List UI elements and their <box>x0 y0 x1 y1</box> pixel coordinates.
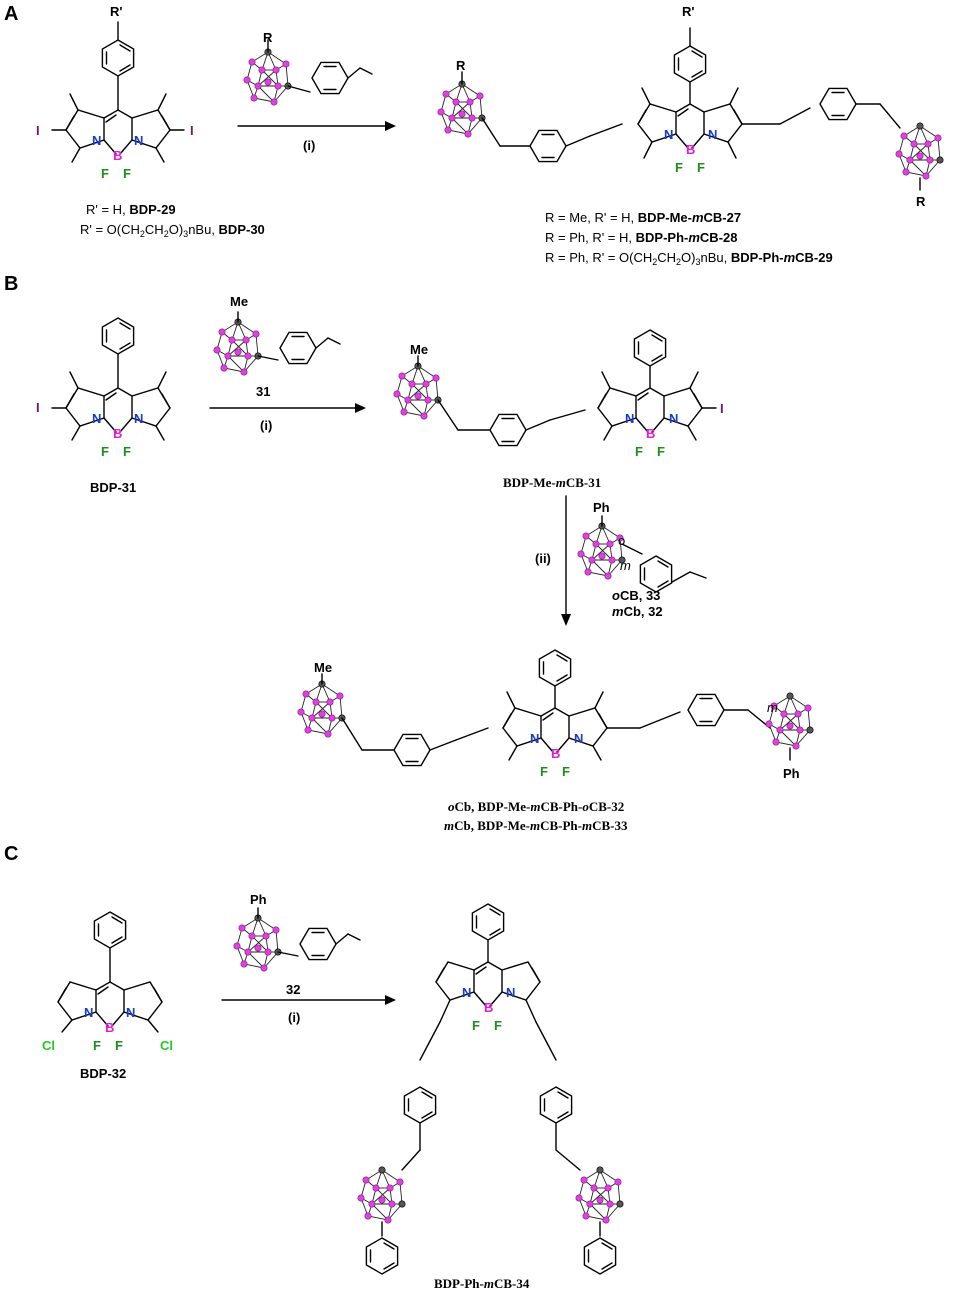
fluorine-label: F <box>101 166 109 181</box>
carborane-reagent-32c <box>233 907 361 972</box>
product-a-structure <box>437 27 944 191</box>
compound-bdp-me-mcb-31: BDP-Me-mCB-31 <box>503 475 601 490</box>
nitrogen-label: N <box>92 133 101 148</box>
boron-label: B <box>646 426 655 441</box>
nitrogen-label: N <box>92 411 101 426</box>
nitrogen-label: N <box>574 731 583 746</box>
nitrogen-label: N <box>462 985 471 1000</box>
r-prime-label: R' <box>110 4 122 19</box>
fluorine-label: F <box>494 1018 502 1033</box>
reagent-33-label: oCB, 33 <box>612 588 660 603</box>
boron-label: B <box>113 426 122 441</box>
fluorine-label: F <box>123 166 131 181</box>
r-label: R <box>456 58 466 73</box>
panel-label-c: C <box>4 843 18 865</box>
methyl-label: Me <box>410 342 428 357</box>
product-a-line-3: R = Ph, R' = O(CH2CH2O)3nBu, BDP-Ph-mCB-… <box>545 250 833 267</box>
bdp-31-structure <box>51 317 171 441</box>
fluorine-label: F <box>697 160 705 175</box>
bdp-32-structure <box>57 911 163 1033</box>
nitrogen-label: N <box>708 127 717 142</box>
product-a-line-1: R = Me, R' = H, BDP-Me-mCB-27 <box>545 210 741 225</box>
nitrogen-label: N <box>530 731 539 746</box>
iodine-label: I <box>36 123 40 138</box>
r-label: R <box>916 194 926 209</box>
iodine-label: I <box>720 401 724 416</box>
fluorine-label: F <box>540 764 548 779</box>
reagent-31-label: 31 <box>256 384 270 399</box>
compound-final-33: mCb, BDP-Me-mCB-Ph-mCB-33 <box>444 818 628 833</box>
compound-bdp-32: BDP-32 <box>80 1066 126 1081</box>
fluorine-label: F <box>675 160 683 175</box>
boron-label: B <box>551 746 560 761</box>
carborane-reagent-32-33 <box>577 515 707 593</box>
chlorine-label: Cl <box>42 1038 55 1053</box>
r-prime-label: R' <box>682 4 694 19</box>
carborane-reagent-31 <box>213 311 341 376</box>
fluorine-label: F <box>101 444 109 459</box>
step-label-i: (i) <box>303 138 315 153</box>
compound-bdp-31: BDP-31 <box>90 480 136 495</box>
substituent-line-2: R' = O(CH2CH2O)3nBu, BDP-30 <box>80 222 265 239</box>
nitrogen-label: N <box>84 1005 93 1020</box>
nitrogen-label: N <box>506 985 515 1000</box>
chlorine-label: Cl <box>160 1038 173 1053</box>
reaction-arrow-a <box>237 121 396 131</box>
bdp-ph-mcb-34-structure <box>357 903 624 1275</box>
bdp-me-mcb-ph-cb-structure <box>297 649 814 767</box>
carborane-reagent-a <box>243 39 373 106</box>
fluorine-label: F <box>472 1018 480 1033</box>
reaction-arrow-b2 <box>561 495 571 626</box>
fluorine-label: F <box>123 444 131 459</box>
product-a-line-2: R = Ph, R' = H, BDP-Ph-mCB-28 <box>545 230 738 245</box>
meta-marker: m <box>767 700 778 715</box>
substituent-line-1: R' = H, BDP-29 <box>86 202 176 217</box>
r-label: R <box>263 30 273 45</box>
iodine-label: I <box>36 400 40 415</box>
reagent-32-label: mCb, 32 <box>612 604 663 619</box>
fluorine-label: F <box>635 444 643 459</box>
fluorine-label: F <box>657 444 665 459</box>
nitrogen-label: N <box>669 411 678 426</box>
nitrogen-label: N <box>126 1005 135 1020</box>
methyl-label: Me <box>230 294 248 309</box>
compound-final-32: oCb, BDP-Me-mCB-Ph-oCB-32 <box>448 799 624 814</box>
meta-marker: m <box>620 558 631 573</box>
methyl-label: Me <box>314 660 332 675</box>
boron-label: B <box>105 1020 114 1035</box>
step-label-ii: (ii) <box>535 551 551 566</box>
boron-label: B <box>113 148 122 163</box>
bdp-me-mcb-31-structure <box>393 329 717 447</box>
nitrogen-label: N <box>625 411 634 426</box>
reaction-arrow-b1 <box>209 403 366 413</box>
reaction-arrow-c <box>221 995 396 1005</box>
phenyl-label: Ph <box>593 500 610 515</box>
boron-label: B <box>686 142 695 157</box>
fluorine-label: F <box>115 1038 123 1053</box>
iodine-label: I <box>190 123 194 138</box>
nitrogen-label: N <box>134 411 143 426</box>
reagent-32-label: 32 <box>286 982 300 997</box>
fluorine-label: F <box>93 1038 101 1053</box>
panel-label-a: A <box>4 3 18 25</box>
bdp-29-structure <box>51 21 185 163</box>
compound-bdp-ph-mcb-34: BDP-Ph-mCB-34 <box>434 1276 530 1291</box>
nitrogen-label: N <box>134 133 143 148</box>
panel-label-b: B <box>4 273 18 295</box>
ortho-marker: o <box>618 533 625 548</box>
nitrogen-label: N <box>664 127 673 142</box>
phenyl-label: Ph <box>250 892 267 907</box>
step-label-i: (i) <box>288 1010 300 1025</box>
step-label-i: (i) <box>260 418 272 433</box>
boron-label: B <box>484 1000 493 1015</box>
fluorine-label: F <box>562 764 570 779</box>
phenyl-label: Ph <box>783 766 800 781</box>
